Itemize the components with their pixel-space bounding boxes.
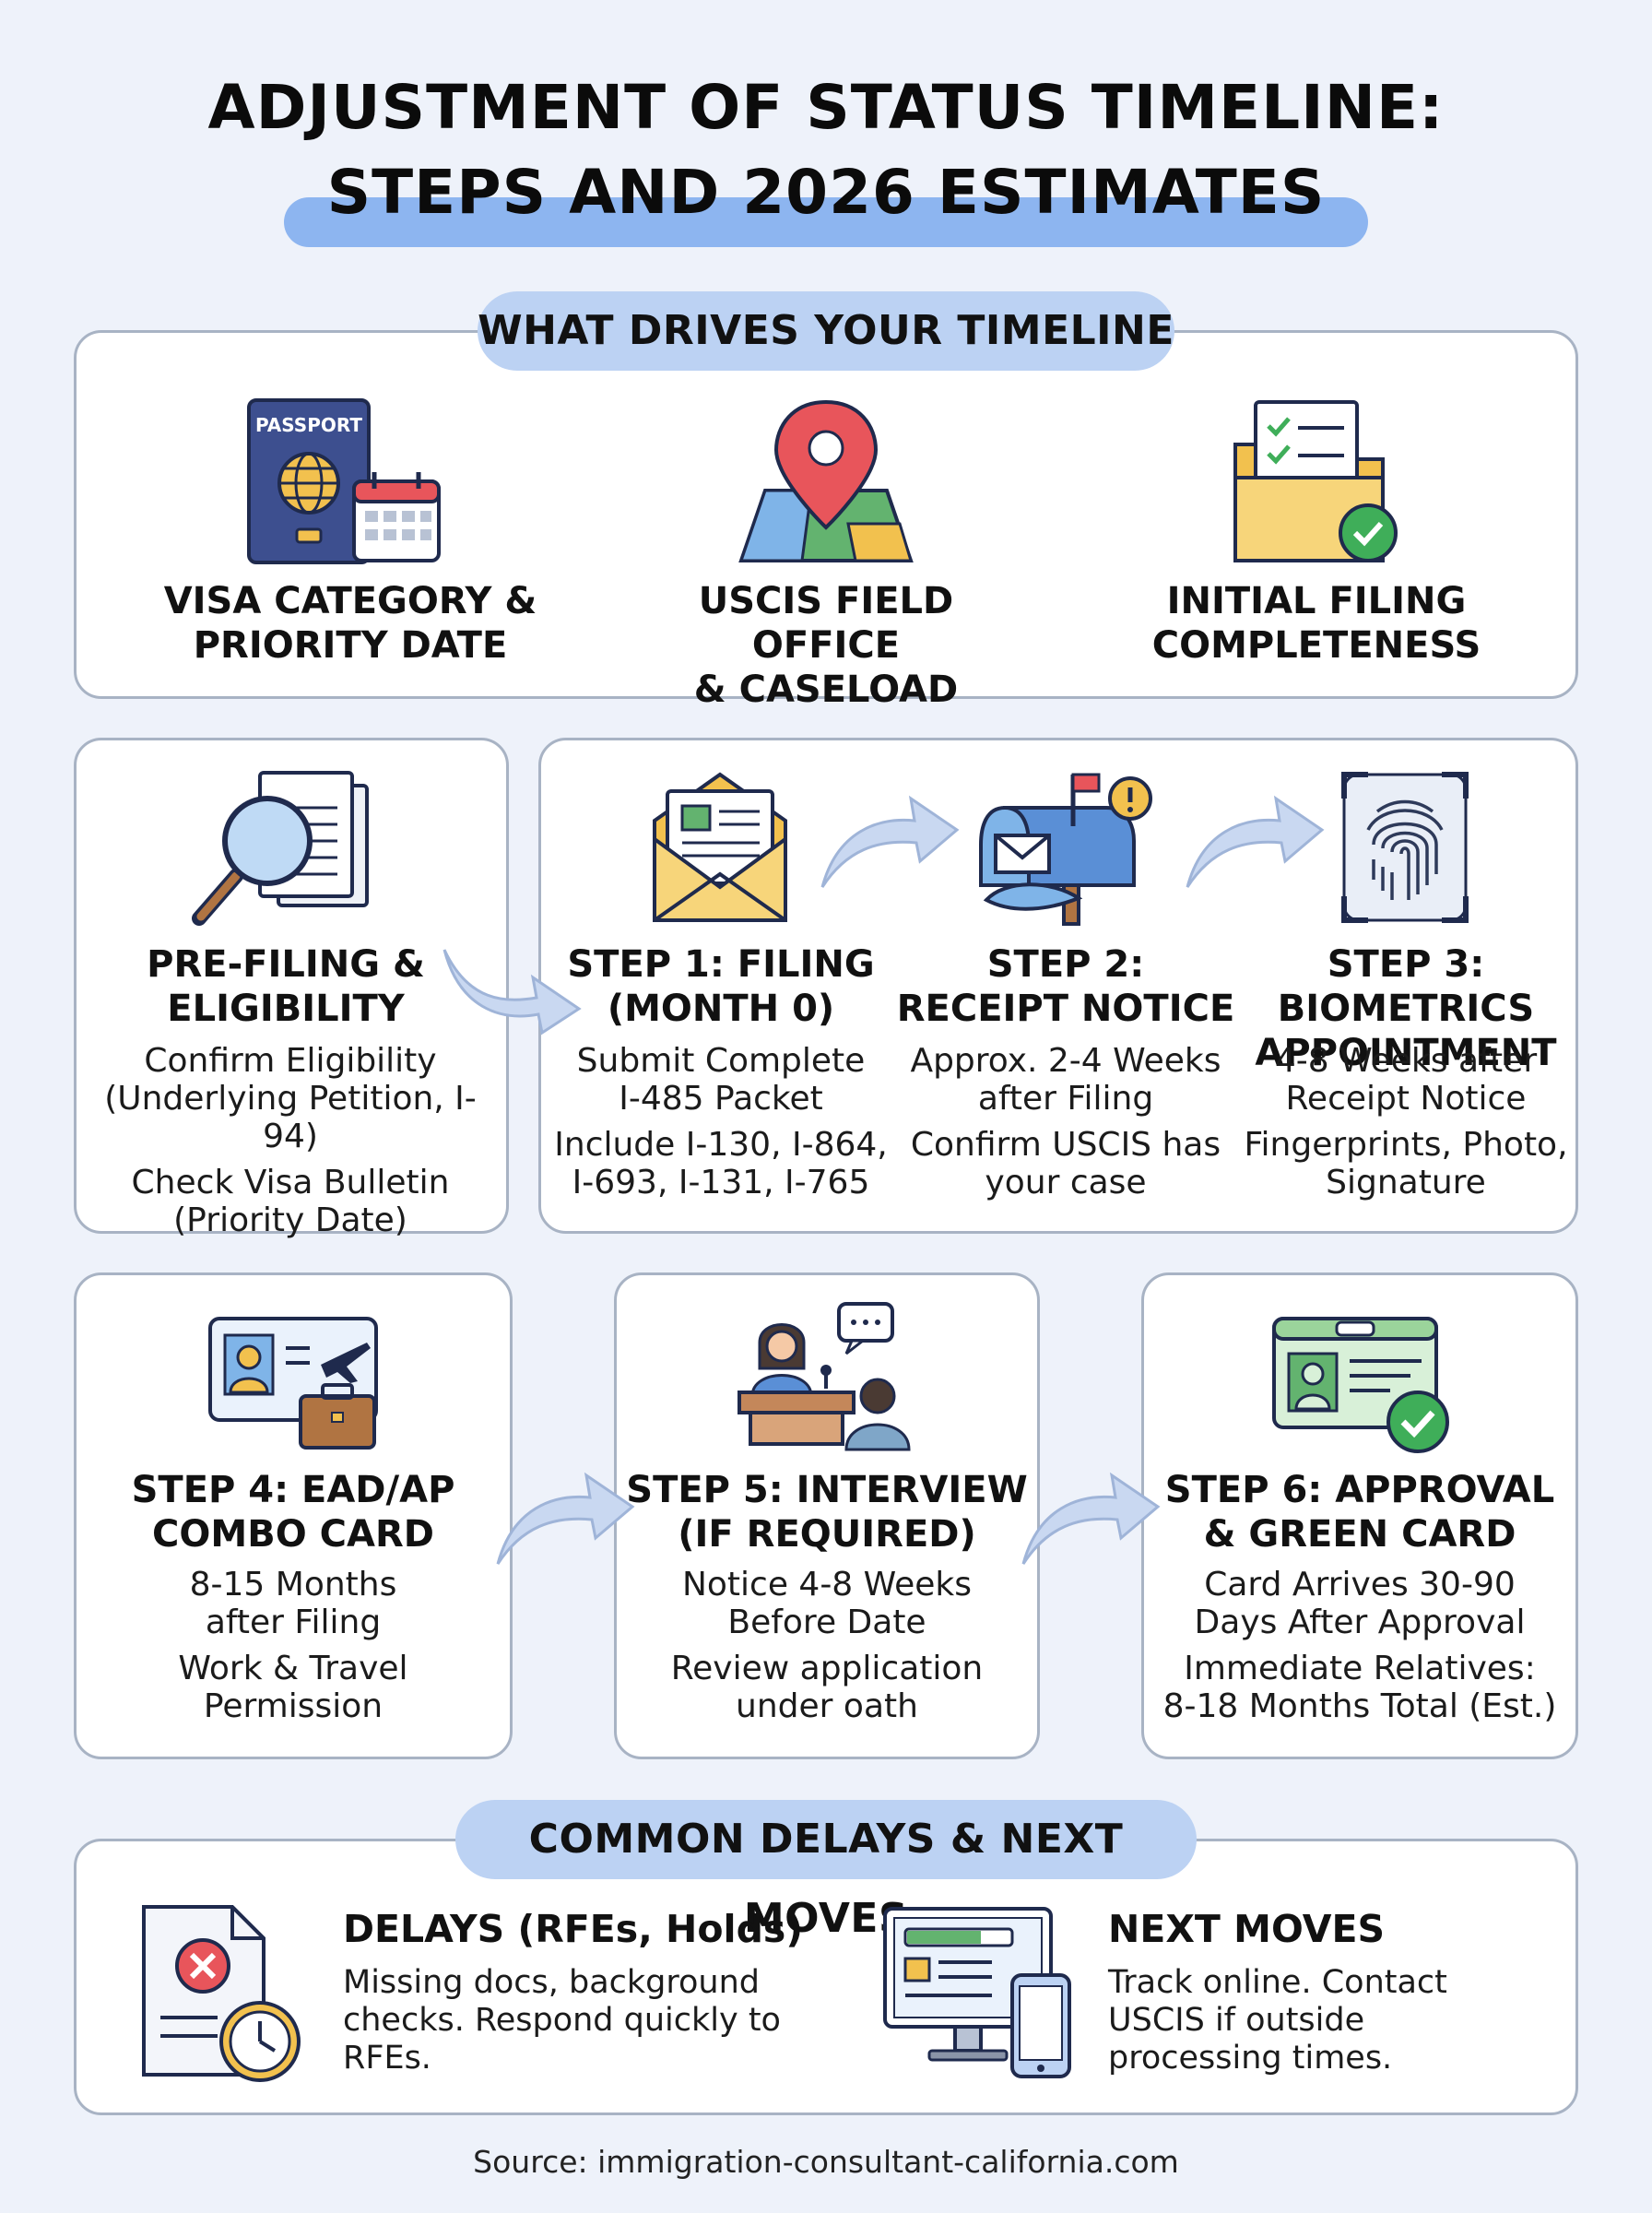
driver-caption-2: USCIS FIELD OFFICE & CASELOAD: [623, 579, 1029, 712]
passport-calendar-icon: PASSPORT: [247, 398, 441, 564]
step5-title: STEP 5: INTERVIEW (IF REQUIRED): [623, 1468, 1031, 1556]
green-card-icon: [1272, 1317, 1449, 1453]
driver-2-line1: USCIS FIELD OFFICE: [698, 580, 954, 667]
arrow-step5-to-step6: [1021, 1472, 1161, 1565]
step3-title-line1: STEP 3: BIOMETRICS: [1277, 943, 1535, 1030]
step4-title-line2: COMBO CARD: [152, 1513, 434, 1556]
title-highlight: [284, 197, 1368, 247]
next-moves-title: NEXT MOVES: [1108, 1907, 1385, 1951]
driver-caption-1: VISA CATEGORY & PRIORITY DATE: [148, 579, 553, 668]
step6-title-line1: STEP 6: APPROVAL: [1164, 1469, 1555, 1511]
step5-panel: [614, 1272, 1040, 1759]
driver-2-line2: & CASELOAD: [693, 669, 959, 711]
step1-title-line2: (MONTH 0): [607, 988, 835, 1030]
folder-checklist-icon: [1233, 400, 1398, 562]
document-error-clock-icon: [142, 1905, 301, 2082]
step6-title: STEP 6: APPROVAL & GREEN CARD: [1150, 1468, 1569, 1556]
id-card-briefcase-icon: [208, 1317, 378, 1450]
map-pin-icon: [738, 399, 914, 562]
interview-icon: [738, 1302, 911, 1451]
driver-caption-3: INITIAL FILING COMPLETENESS: [1114, 579, 1519, 668]
envelope-icon: [653, 772, 787, 922]
next-moves-desc: Track online. Contact USCIS if outside p…: [1108, 1964, 1447, 2077]
step5-title-line1: STEP 5: INTERVIEW: [626, 1469, 1028, 1511]
source-credit: Source: immigration-consultant-californi…: [473, 2144, 1179, 2180]
driver-3-line1: INITIAL FILING: [1166, 580, 1467, 622]
arrow-step4-to-step5: [496, 1472, 635, 1565]
passport-label: PASSPORT: [255, 414, 362, 436]
step4-title-line1: STEP 4: EAD/AP: [131, 1469, 455, 1511]
delays-panel: [74, 1839, 1578, 2115]
prefiling-title-line2: ELIGIBILITY: [167, 988, 405, 1030]
step3-title: STEP 3: BIOMETRICS APPOINTMENT: [1215, 942, 1597, 1075]
page-title-line1: ADJUSTMENT OF STATUS TIMELINE:: [207, 72, 1445, 143]
driver-1-line1: VISA CATEGORY &: [163, 580, 537, 622]
step2-title-line1: STEP 2:: [986, 943, 1145, 986]
arrow-prefiling-to-step1: [442, 949, 582, 1035]
step1-title-line1: STEP 1: FILING: [567, 943, 875, 986]
prefiling-title-line1: PRE-FILING &: [147, 943, 425, 986]
delays-title: DELAYS (RFEs, Holds): [343, 1907, 804, 1951]
delays-heading: COMMON DELAYS & NEXT MOVES: [455, 1800, 1197, 1942]
mailbox-icon: [979, 773, 1152, 926]
computer-phone-icon: [883, 1907, 1071, 2078]
prefiling-title: PRE-FILING & ELIGIBILITY: [83, 942, 489, 1031]
step2-title-line2: RECEIPT NOTICE: [896, 988, 1235, 1030]
driver-3-line2: COMPLETENESS: [1151, 624, 1481, 667]
arrow-step1-to-step2: [820, 795, 960, 888]
step4-title: STEP 4: EAD/AP COMBO CARD: [92, 1468, 494, 1556]
delays-desc: Missing docs, background checks. Respond…: [343, 1964, 781, 2077]
fingerprint-icon: [1341, 772, 1469, 923]
driver-1-line2: PRIORITY DATE: [193, 624, 508, 667]
step1-title: STEP 1: FILING (MONTH 0): [553, 942, 889, 1031]
arrow-step2-to-step3: [1186, 795, 1325, 888]
page-title-line2: STEPS AND 2026 ESTIMATES: [326, 157, 1326, 228]
step3-title-line2: APPOINTMENT: [1255, 1032, 1557, 1074]
step6-title-line2: & GREEN CARD: [1203, 1513, 1516, 1556]
magnifier-document-icon: [192, 771, 369, 926]
step2-title: STEP 2: RECEIPT NOTICE: [894, 942, 1237, 1031]
drivers-heading: WHAT DRIVES YOUR TIMELINE: [478, 291, 1174, 371]
step5-title-line2: (IF REQUIRED): [678, 1513, 976, 1556]
prefiling-desc: Confirm Eligibility(Underlying Petition,…: [104, 1042, 477, 1239]
